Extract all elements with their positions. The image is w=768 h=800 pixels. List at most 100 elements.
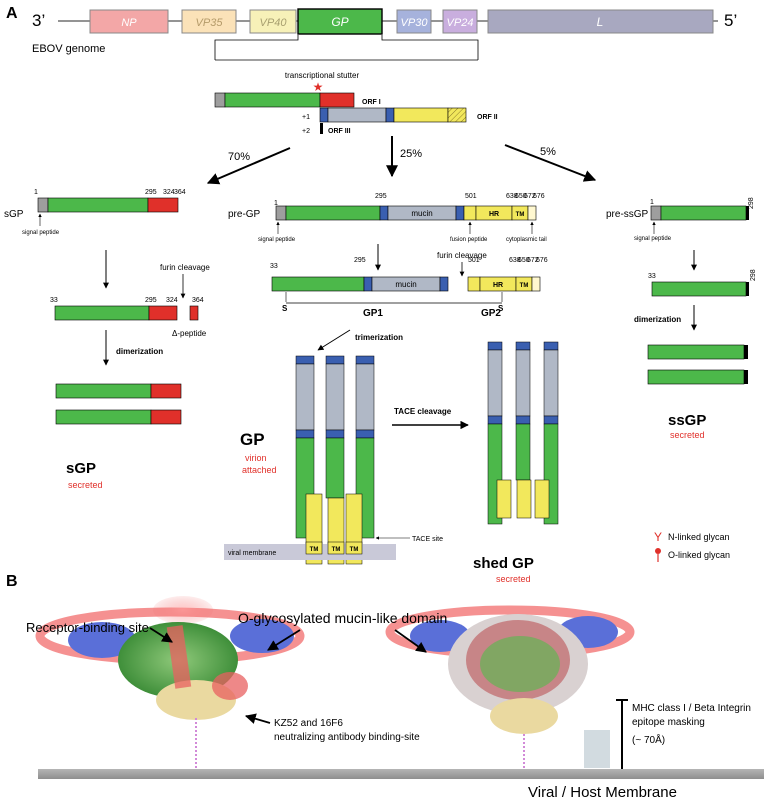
mhc-label-3: (~ 70Å) [632, 733, 665, 746]
plus1-label: +1 [302, 114, 310, 121]
gp12-num-672: 672 [527, 257, 539, 264]
orf3-label: ORF III [328, 128, 351, 135]
gp12-num-501: 501 [468, 257, 480, 264]
sgp2-num-364: 364 [192, 297, 204, 304]
pct-5: 5% [540, 146, 556, 158]
n-glycan-icon: Y [654, 530, 662, 544]
orf1-label: ORF I [362, 99, 381, 106]
sgp-status: secreted [68, 480, 103, 490]
legend-n-glycan: N-linked glycan [668, 532, 730, 542]
gp-big-label: GP [240, 430, 265, 449]
orf-map: transcriptional stutter ★ ORF I ORF II +… [214, 71, 498, 135]
ssgp-name: pre-ssGP [606, 209, 649, 220]
gp12-num-33: 33 [270, 263, 278, 270]
genome-5prime: 5’ [724, 11, 737, 30]
gp1-label: GP1 [363, 308, 383, 319]
gp-status-1: virion [245, 453, 267, 463]
pregp-num-672: 672 [524, 193, 536, 200]
pregp-cyto-label: cytoplasmic tail [506, 237, 547, 243]
panel-b-letter: B [6, 573, 18, 590]
shed-status: secreted [496, 574, 531, 584]
sgp-num-295: 295 [145, 189, 157, 196]
ssgp-signal-label: signal peptide [634, 236, 672, 242]
pregp-num-638: 638 [506, 193, 518, 200]
pregp-num-295: 295 [375, 193, 387, 200]
gp12-num-638: 638 [509, 257, 521, 264]
ssgp2-num-33: 33 [648, 273, 656, 280]
pregp-fusion-label: fusion peptide [450, 237, 488, 243]
pregp-name: pre-GP [228, 209, 261, 220]
pregp-num-650: 650 [515, 193, 527, 200]
membrane-label: viral membrane [228, 550, 276, 557]
tace-site-label: TACE site [412, 536, 443, 543]
gene-vp40: VP40 [260, 17, 288, 29]
protein-structure-left [35, 596, 305, 768]
sgp-column: sGP 1 295 324 364 signal peptide furin c… [4, 189, 210, 490]
protein-structure-right [385, 605, 635, 768]
mhc-label-2: epitope masking [632, 717, 705, 728]
gene-l: L [597, 15, 604, 29]
s-left: S [282, 304, 288, 313]
shed-gp [487, 341, 559, 525]
ssgp-dimer-label: dimerization [634, 315, 681, 324]
glycan-legend: Y N-linked glycan O-linked glycan [654, 530, 730, 562]
gene-gp: GP [331, 15, 348, 29]
pct-70: 70% [228, 151, 250, 163]
kz52-label-1: KZ52 and 16F6 [274, 718, 343, 729]
trimer-label: trimerization [355, 333, 403, 342]
o-glycan-icon [655, 548, 661, 554]
sgp-num-324: 324 [163, 189, 175, 196]
genome-3prime: 3’ [32, 11, 45, 30]
pregp-num-501: 501 [465, 193, 477, 200]
sgp-signal-label: signal peptide [22, 230, 60, 236]
tm-3: TM [350, 547, 359, 553]
sgp-furin-label: furin cleavage [160, 263, 210, 272]
sgp-num-1: 1 [34, 189, 38, 196]
ssgp2-num-298: 298 [750, 269, 757, 281]
gene-vp30: VP30 [401, 17, 429, 29]
pregp-mucin: mucin [411, 209, 432, 218]
gp2-hr: HR [493, 282, 503, 289]
sgp2-num-33: 33 [50, 297, 58, 304]
sgp-name: sGP [4, 209, 24, 220]
ssgp-num-1: 1 [650, 199, 654, 206]
pregp-num-1: 1 [274, 200, 278, 207]
genome-label: EBOV genome [32, 43, 105, 55]
ssgp-big-label: ssGP [668, 412, 706, 429]
kz52-label-2: neutralizing antibody binding-site [274, 732, 420, 743]
stutter-star-icon: ★ [313, 80, 324, 94]
gp12-num-676: 676 [536, 257, 548, 264]
ssgp-num-298: 298 [748, 197, 755, 209]
gp2-label: GP2 [481, 308, 501, 319]
gene-vp35: VP35 [196, 17, 224, 29]
mucin-domain-label: O-glycosylated mucin-like domain [238, 610, 447, 626]
ssgp-status: secreted [670, 430, 705, 440]
ssgp-column: pre-ssGP 1 298 signal peptide 33 298 dim… [606, 197, 757, 440]
gp-status-2: attached [242, 465, 277, 475]
sgp-delta-label: Δ-peptide [172, 329, 207, 338]
pregp-center: pre-GP 1 295 501 638 650 672 676 mucin H… [228, 193, 548, 319]
plus2-label: +2 [302, 128, 310, 135]
tm-1: TM [310, 547, 319, 553]
gp-trimer: viral membrane TM TM TM TACE site [224, 355, 443, 565]
gene-vp24: VP24 [447, 17, 474, 29]
gp12-num-650: 650 [518, 257, 530, 264]
pregp-signal-label: signal peptide [258, 237, 296, 243]
membrane-b-label: Viral / Host Membrane [528, 784, 677, 800]
receptor-binding-label: Receptor-binding site [26, 620, 149, 635]
legend-o-glycan: O-linked glycan [668, 550, 730, 560]
tm-2: TM [332, 547, 341, 553]
stutter-label: transcriptional stutter [285, 71, 360, 80]
panel-a-letter: A [6, 5, 18, 22]
pregp-furin-label: furin cleavage [437, 251, 487, 260]
pregp-num-676: 676 [533, 193, 545, 200]
gp2-tm: TM [520, 283, 529, 289]
pct-25: 25% [400, 148, 422, 160]
ebov-genome: 3’ 5’ NP VP35 VP40 GP VP30 VP24 L EBOV g… [32, 8, 737, 55]
sgp-dimer-label: dimerization [116, 347, 163, 356]
tace-cleavage-label: TACE cleavage [394, 407, 452, 416]
sgp-num-364: 364 [174, 189, 186, 196]
sgp2-num-324: 324 [166, 297, 178, 304]
